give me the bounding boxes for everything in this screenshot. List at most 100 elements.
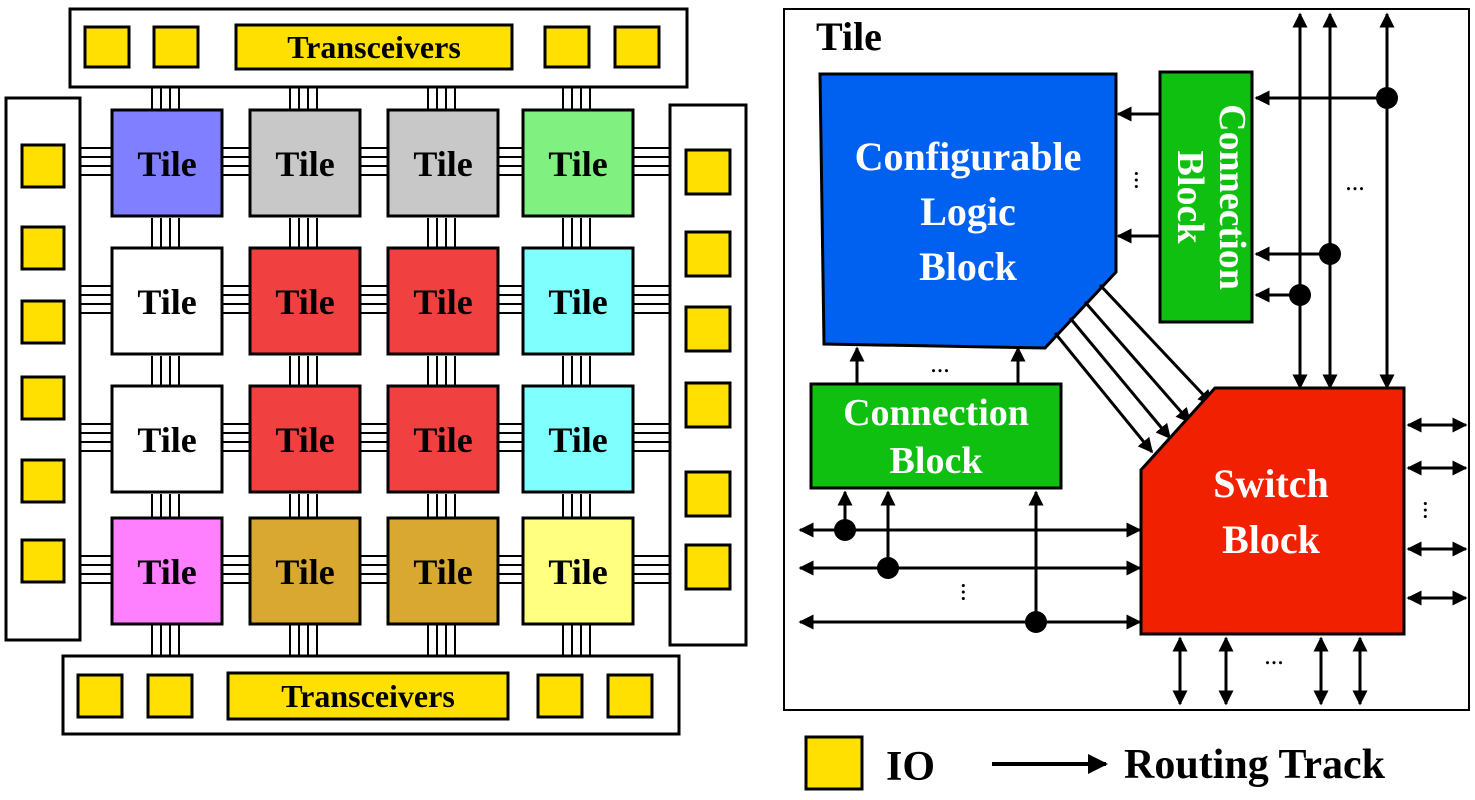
- ellipsis-vertical: ...: [956, 582, 985, 602]
- legend-io-label: IO: [886, 744, 935, 790]
- ellipsis: ...: [1345, 167, 1365, 196]
- tile-label: Tile: [413, 282, 472, 322]
- tile-box: [386, 108, 500, 218]
- tile-label: Tile: [548, 552, 607, 592]
- tile-2-2: Tile: [248, 246, 362, 356]
- tile-label: Tile: [137, 144, 196, 184]
- cb-right-label-line2: Block: [1169, 151, 1211, 245]
- io-pad: [606, 673, 654, 719]
- tile-4-3: Tile: [386, 516, 500, 626]
- io-pad: [684, 148, 732, 196]
- tile-4-1: Tile: [110, 516, 224, 626]
- top-transceiver-bar: Transceivers: [68, 7, 689, 89]
- tile-label: Tile: [137, 282, 196, 322]
- io-pad: [83, 25, 131, 69]
- tile-label: Tile: [413, 420, 472, 460]
- tile-3-4: Tile: [521, 384, 635, 494]
- tile-4-4: Tile: [521, 516, 635, 626]
- io-pad: [543, 25, 591, 69]
- tile-label: Tile: [137, 552, 196, 592]
- legend-routing-label: Routing Track: [1124, 742, 1386, 788]
- vertical-routing-tracks: [1292, 12, 1395, 390]
- io-pad: [684, 305, 732, 353]
- tile-3-2: Tile: [248, 384, 362, 494]
- tile-box: [110, 516, 224, 626]
- horizontal-routing-tracks: [798, 490, 1142, 630]
- tile-label: Tile: [413, 144, 472, 184]
- io-pad: [20, 538, 66, 584]
- tile-box: [386, 384, 500, 494]
- tile-box: [110, 108, 224, 218]
- cb-right-label-line1: Connection: [1211, 104, 1253, 290]
- tile-1-2: Tile: [248, 108, 362, 218]
- tile-detail-title: Tile: [816, 14, 882, 59]
- tile-2-3: Tile: [386, 246, 500, 356]
- io-pad: [20, 143, 66, 189]
- switch-block-label-line1: Switch: [1213, 461, 1329, 506]
- tile-box: [521, 246, 635, 356]
- io-pad: [20, 375, 66, 421]
- tile-box: [521, 384, 635, 494]
- configurable-logic-block: [818, 72, 1118, 350]
- cb-to-clb-arrows: [849, 346, 1026, 384]
- tile-3-3: Tile: [386, 384, 500, 494]
- tile-label: Tile: [275, 144, 334, 184]
- cb-bottom-label-line1: Connection: [843, 392, 1029, 434]
- tile-1-3: Tile: [386, 108, 500, 218]
- tile-box: [521, 108, 635, 218]
- tile-label: Tile: [548, 282, 607, 322]
- ellipsis-vertical: ...: [1129, 170, 1158, 190]
- io-pad: [684, 470, 732, 518]
- tile-2-4: Tile: [521, 246, 635, 356]
- legend: IO Routing Track: [804, 735, 1386, 791]
- io-pad: [684, 381, 732, 429]
- clb-to-switch-arrows: [1053, 283, 1214, 454]
- switch-block-label-line2: Block: [1222, 517, 1321, 562]
- io-pad: [20, 299, 66, 345]
- cb-bottom-label-line2: Block: [890, 440, 984, 482]
- transceivers-label-top: Transceivers: [287, 29, 461, 65]
- tile-box: [110, 384, 224, 494]
- legend-io-swatch: [804, 735, 864, 791]
- tile-4-2: Tile: [248, 516, 362, 626]
- ellipsis-vertical: ...: [1418, 500, 1447, 520]
- switch-block: [1139, 386, 1406, 636]
- tile-box: [248, 516, 362, 626]
- tile-1-4: Tile: [521, 108, 635, 218]
- tile-label: Tile: [275, 420, 334, 460]
- clb-label-line3: Block: [919, 244, 1018, 289]
- fpga-chip: Transceivers: [4, 7, 748, 736]
- tile-label: Tile: [548, 144, 607, 184]
- tile-label: Tile: [548, 420, 607, 460]
- io-pad: [146, 673, 194, 719]
- ellipsis: ...: [1264, 641, 1284, 670]
- clb-label-line2: Logic: [920, 189, 1016, 234]
- io-pad: [684, 543, 732, 591]
- connection-block-right: [1158, 70, 1254, 324]
- tile-box: [248, 246, 362, 356]
- tile-label: Tile: [275, 282, 334, 322]
- tile-box: [521, 516, 635, 626]
- tile-box: [248, 108, 362, 218]
- tile-3-1: Tile: [110, 384, 224, 494]
- switch-right-arrows: [1406, 417, 1468, 606]
- tile-1-1: Tile: [110, 108, 224, 218]
- right-cb-connections: [1116, 90, 1387, 303]
- io-pad: [152, 25, 200, 69]
- tile-box: [386, 516, 500, 626]
- tile-box: [248, 384, 362, 494]
- bottom-transceiver-bar: Transceivers: [61, 654, 681, 736]
- io-pad: [536, 673, 584, 719]
- left-io-column: [4, 96, 82, 642]
- tile-box: [110, 246, 224, 356]
- connection-block-bottom: [809, 382, 1063, 490]
- io-pad: [76, 673, 124, 719]
- io-pad: [684, 230, 732, 278]
- tile-detail: Tile ... ... Configurable Logic: [783, 8, 1470, 711]
- transceivers-label-bottom: Transceivers: [281, 678, 455, 714]
- tile-box: [386, 246, 500, 356]
- io-pad: [20, 225, 66, 271]
- tile-label: Tile: [137, 420, 196, 460]
